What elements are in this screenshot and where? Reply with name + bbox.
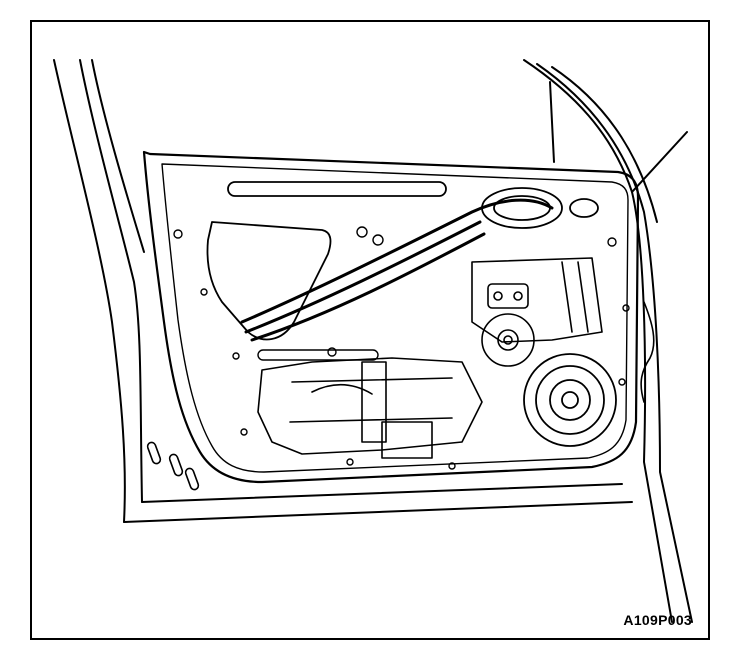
- upper-opening: [206, 221, 332, 341]
- wiring-harness: [240, 198, 554, 342]
- speaker: [523, 353, 617, 447]
- right-door-frame: [523, 59, 693, 623]
- left-door-frame: [53, 59, 633, 523]
- lower-assembly: [257, 357, 483, 459]
- inner-door-shell: [142, 150, 640, 484]
- top-slot: [227, 181, 447, 197]
- side-wire: [640, 301, 655, 403]
- lower-slot: [257, 349, 379, 361]
- top-right-component: [481, 187, 599, 229]
- figure-frame: A109P003: [30, 20, 710, 640]
- door-panel-drawing: [53, 59, 693, 623]
- window-regulator: [471, 257, 603, 343]
- fastener-holes: [173, 226, 630, 470]
- regulator-motor: [481, 313, 535, 367]
- figure-reference-code: A109P003: [623, 612, 692, 628]
- drain-slots: [146, 441, 200, 491]
